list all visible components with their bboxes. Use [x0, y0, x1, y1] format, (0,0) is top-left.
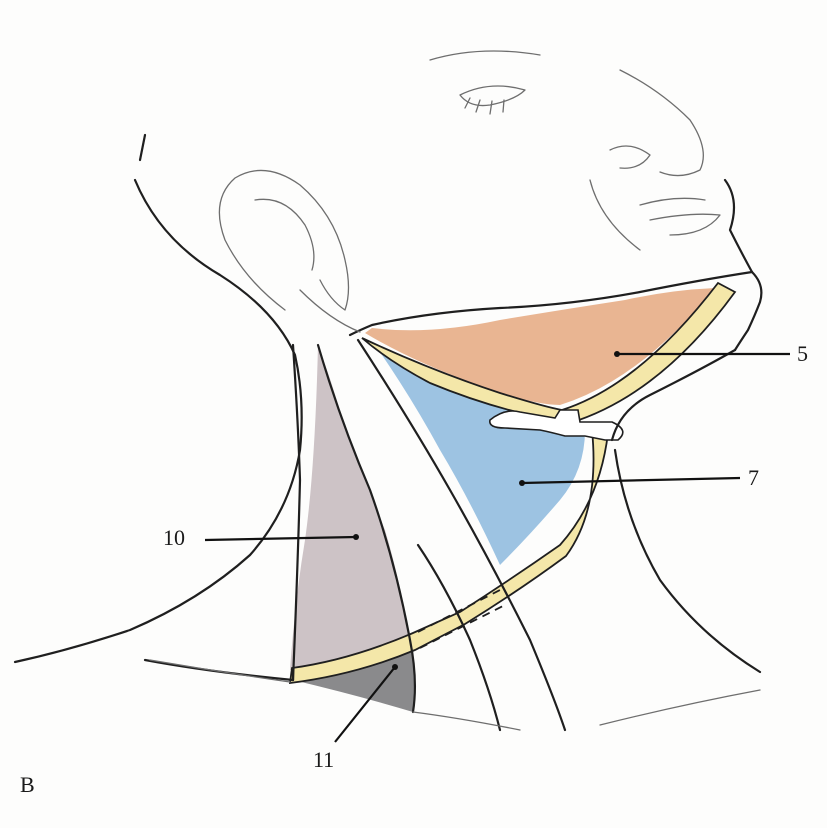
label-10: 10: [163, 525, 185, 550]
label-5: 5: [797, 341, 808, 366]
back-of-neck-outline: [15, 180, 302, 662]
label-11: 11: [313, 747, 334, 772]
collar-line-left: [150, 660, 290, 682]
leader-dot-7: [519, 480, 525, 486]
face-profile-outline: [725, 180, 752, 272]
label-7: 7: [748, 465, 759, 490]
mouth-outline: [640, 198, 720, 235]
nose-outline: [620, 70, 703, 176]
leader-dot-11: [392, 664, 398, 670]
nostril: [610, 146, 650, 168]
collar-line-mid: [413, 712, 520, 730]
cheek-line: [590, 180, 640, 250]
eye-outline: [460, 86, 525, 106]
ear-inner-helix: [255, 199, 314, 270]
leader-dot-5: [614, 351, 620, 357]
chin-outline: [735, 272, 761, 350]
hair-stroke: [140, 135, 145, 160]
collar-line-right: [600, 690, 760, 725]
leader-dot-10: [353, 534, 359, 540]
brow-line: [430, 51, 540, 60]
front-neck-outline: [615, 450, 760, 672]
panel-letter: B: [20, 772, 35, 797]
